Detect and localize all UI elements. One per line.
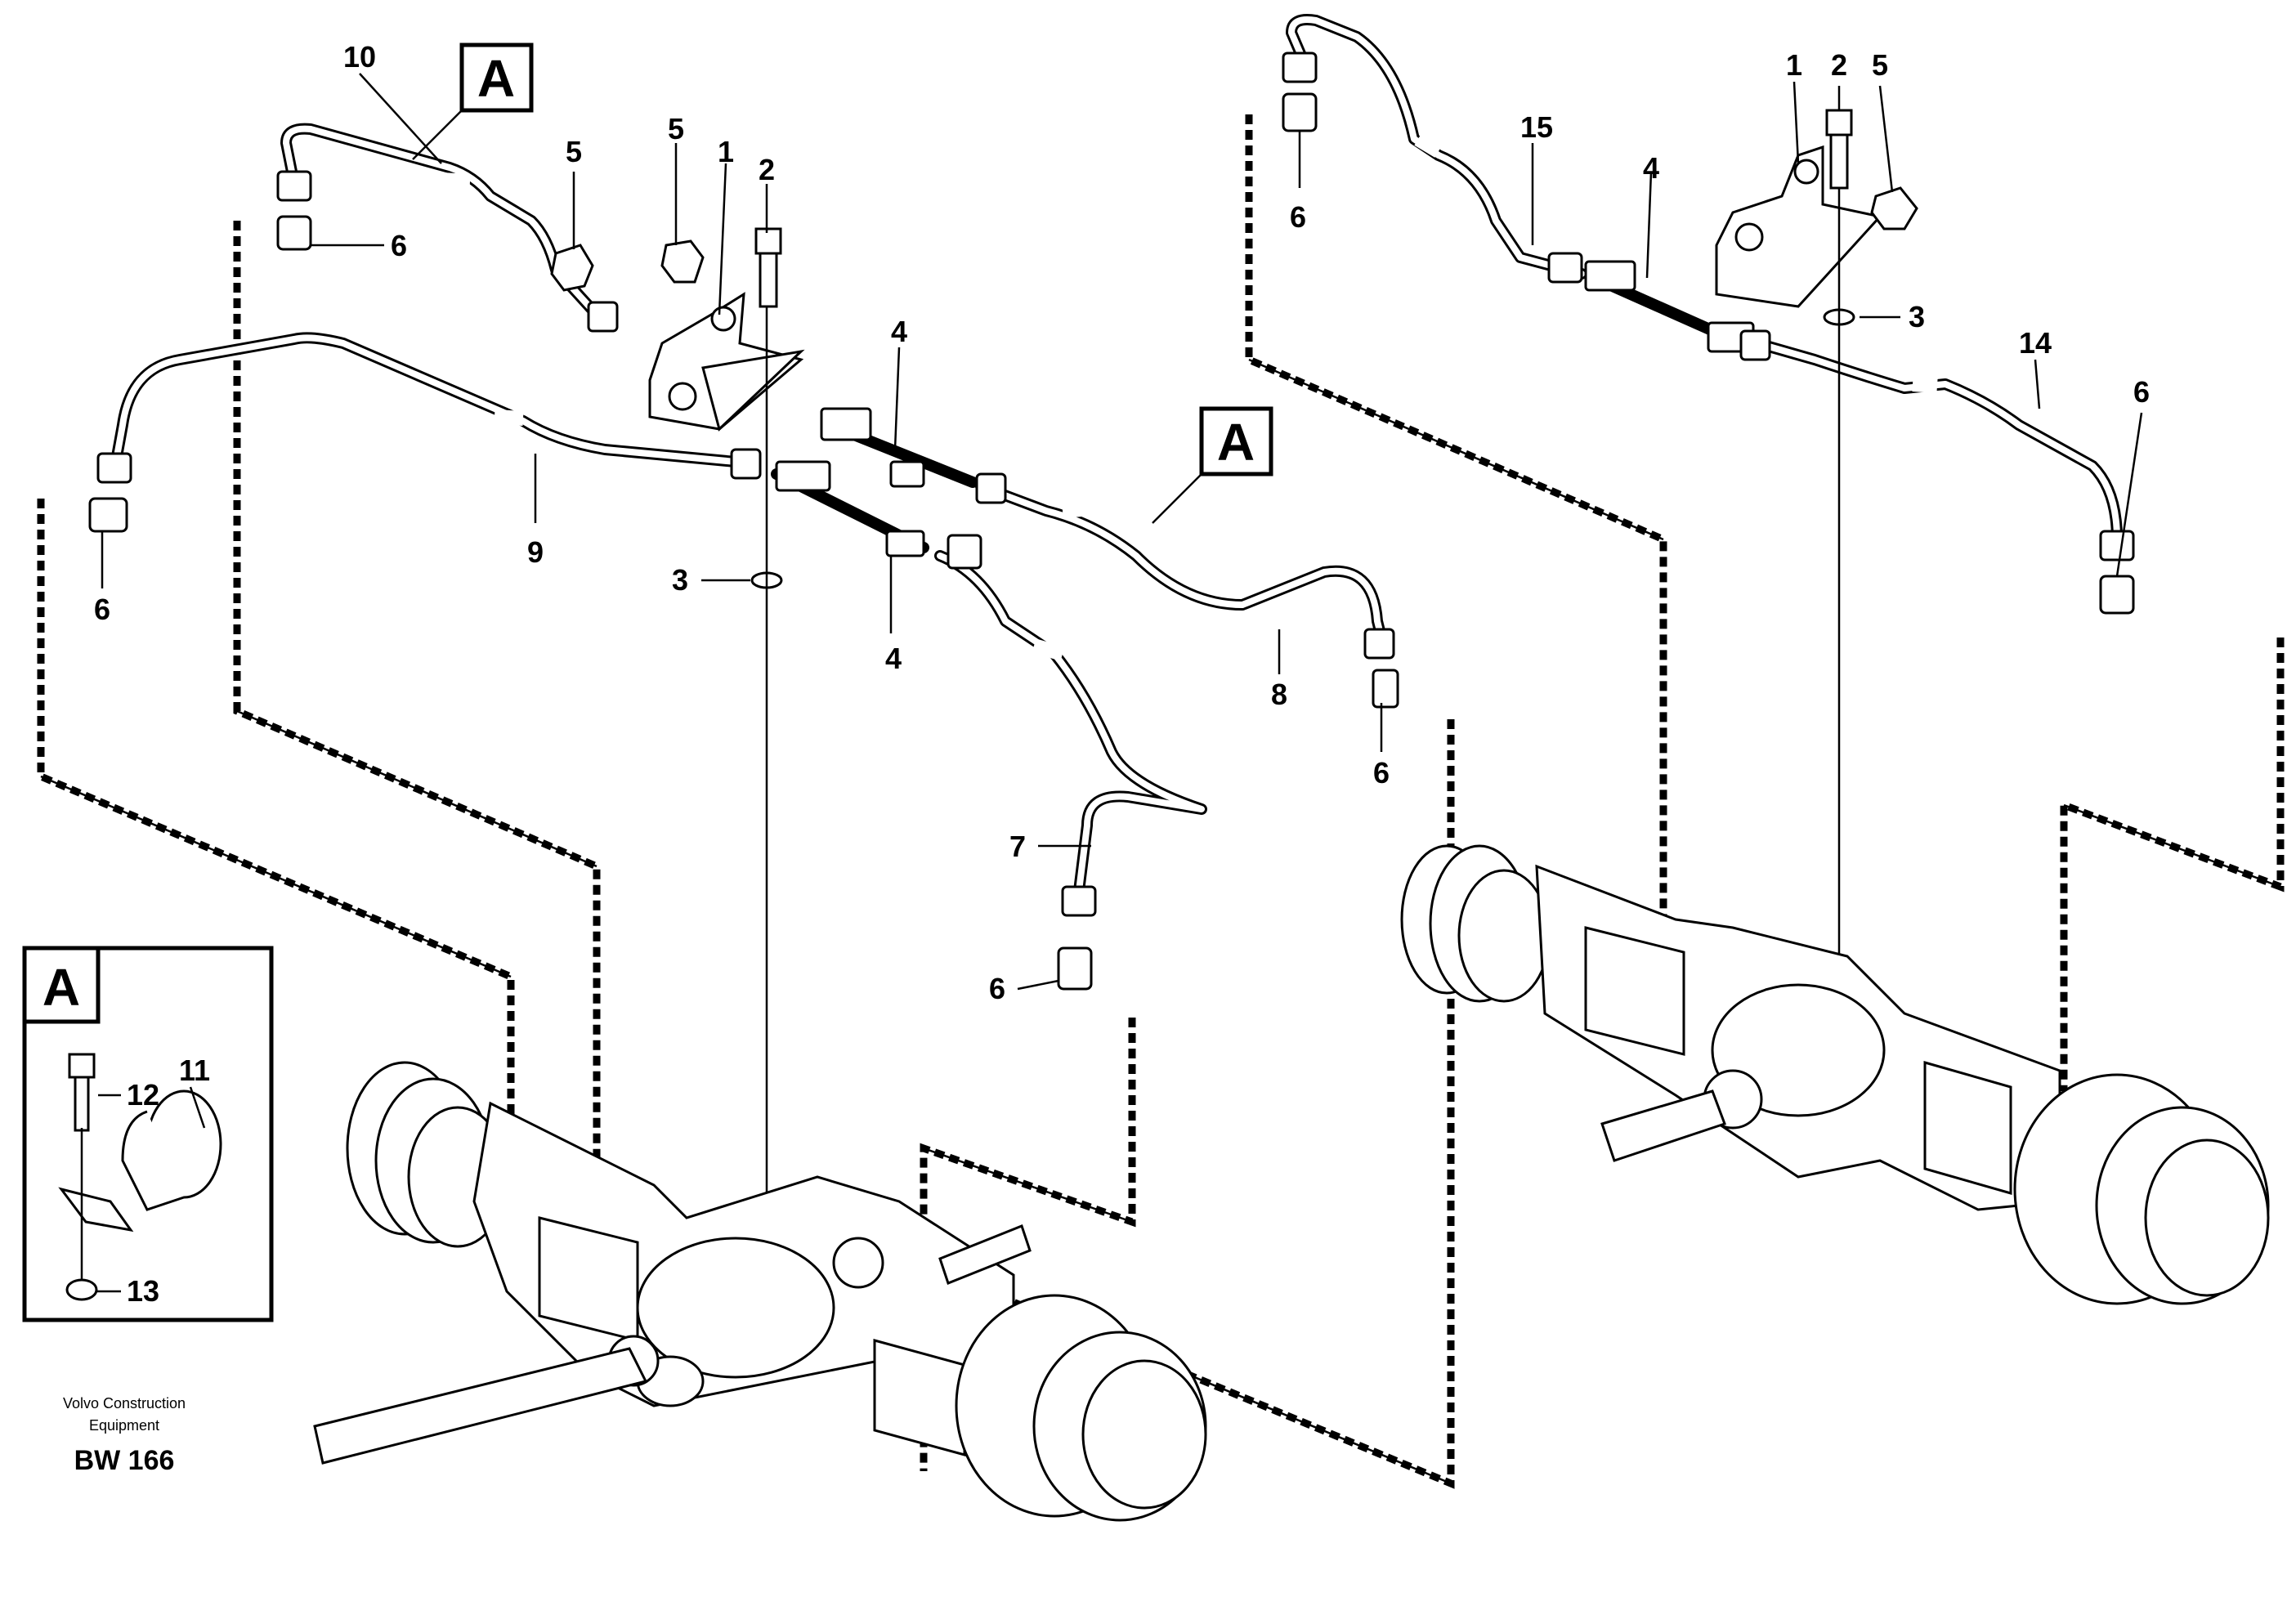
callout-2: 2 — [759, 153, 775, 186]
callout-4: 4 — [1643, 151, 1659, 185]
right-fittings — [1282, 51, 2135, 989]
callout-15: 15 — [1520, 110, 1553, 144]
footer-code: BW 166 — [74, 1445, 175, 1476]
left-fittings — [88, 170, 1399, 991]
callout-2: 2 — [1831, 48, 1847, 82]
rear-axle-right — [1400, 844, 2270, 1305]
svg-text:A: A — [477, 49, 515, 108]
callout-7: 7 — [1009, 830, 1026, 863]
callout-numbers: 10 5 5 1 2 6 4 3 6 9 4 8 6 7 6 6 15 4 1 … — [94, 40, 2150, 1308]
callout-3: 3 — [1909, 300, 1925, 333]
callout-1: 1 — [1786, 48, 1802, 82]
callout-3: 3 — [672, 563, 688, 597]
reference-a-marker-detail: A — [43, 958, 80, 1017]
callout-9: 9 — [527, 535, 544, 569]
callout-5: 5 — [1872, 48, 1888, 82]
callout-6: 6 — [94, 593, 110, 626]
callout-11: 11 — [179, 1054, 210, 1087]
left-bracket — [550, 227, 805, 1275]
footer-line-1: Volvo Construction — [63, 1395, 186, 1411]
left-brake-pipes — [109, 123, 1387, 897]
detail-a-box — [22, 946, 274, 1322]
callout-6: 6 — [989, 972, 1005, 1005]
svg-text:A: A — [43, 958, 80, 1017]
callout-8: 8 — [1271, 678, 1287, 711]
footer-line-2: Equipment — [89, 1417, 159, 1434]
svg-text:A: A — [1217, 413, 1255, 472]
callout-13: 13 — [127, 1274, 159, 1308]
reference-a-marker-1: A — [412, 43, 534, 160]
callout-4: 4 — [885, 642, 902, 675]
callout-10: 10 — [343, 40, 376, 74]
callout-5: 5 — [566, 135, 582, 168]
reference-a-marker-2: A — [1152, 406, 1273, 524]
callout-6: 6 — [2133, 375, 2150, 409]
callout-6: 6 — [391, 229, 407, 262]
front-axle-left — [313, 1061, 1207, 1522]
callout-4: 4 — [891, 315, 907, 348]
callout-14: 14 — [2019, 326, 2052, 360]
callout-12: 12 — [127, 1078, 159, 1112]
callout-6: 6 — [1290, 200, 1306, 234]
callout-1: 1 — [718, 135, 734, 168]
callout-5: 5 — [668, 112, 684, 145]
callout-6: 6 — [1373, 756, 1390, 790]
publisher-footer: Volvo Construction Equipment BW 166 — [63, 1395, 186, 1476]
callout-leaders — [96, 73, 2143, 1293]
right-brake-pipes — [1286, 14, 2123, 545]
